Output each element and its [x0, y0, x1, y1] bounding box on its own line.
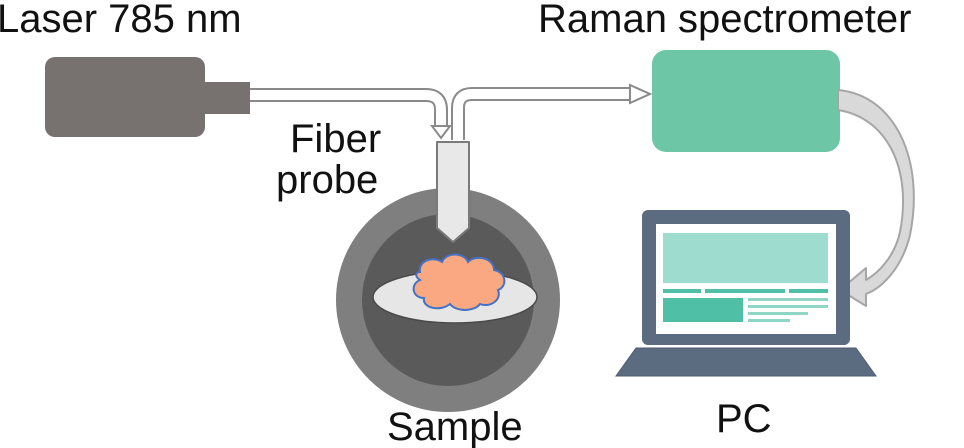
laser-label: Laser 785 nm	[0, 0, 242, 41]
fiber-laser-to-probe	[250, 88, 452, 140]
pc-laptop	[615, 210, 877, 377]
data-transfer-arrow-body	[837, 89, 915, 307]
spectrometer-body	[652, 50, 840, 152]
screen-tab-2	[705, 289, 785, 293]
fiber-probe	[436, 141, 470, 243]
pc-label: PC	[716, 397, 772, 441]
laser-body	[45, 57, 205, 137]
sample-chamber	[336, 188, 560, 412]
fiber-collection-arrowhead	[629, 83, 653, 105]
screen-block	[663, 298, 743, 322]
screen-line-2	[748, 305, 828, 308]
laser-connector	[203, 82, 250, 114]
laptop-base	[615, 347, 877, 377]
data-transfer-arrow	[837, 89, 915, 307]
tissue-sample	[412, 253, 506, 311]
screen-tab-3	[789, 289, 828, 293]
sample-label: Sample	[387, 405, 523, 448]
laser-source	[45, 57, 250, 137]
fiber-probe-body	[436, 141, 470, 243]
screen-tab-1	[663, 289, 701, 293]
fiber-probe-to-spectrometer	[451, 83, 653, 140]
screen-panel	[663, 233, 828, 283]
screen-line-4	[748, 319, 790, 322]
fiber-collection-path	[451, 87, 632, 140]
fiber-label-line1: Fiber	[290, 117, 381, 161]
screen-line-1	[748, 298, 828, 301]
spectrometer-label: Raman spectrometer	[538, 0, 911, 41]
screen-line-3	[748, 312, 808, 315]
fiber-excitation-arrowhead	[430, 125, 452, 140]
fiber-label-line2: probe	[276, 158, 378, 202]
